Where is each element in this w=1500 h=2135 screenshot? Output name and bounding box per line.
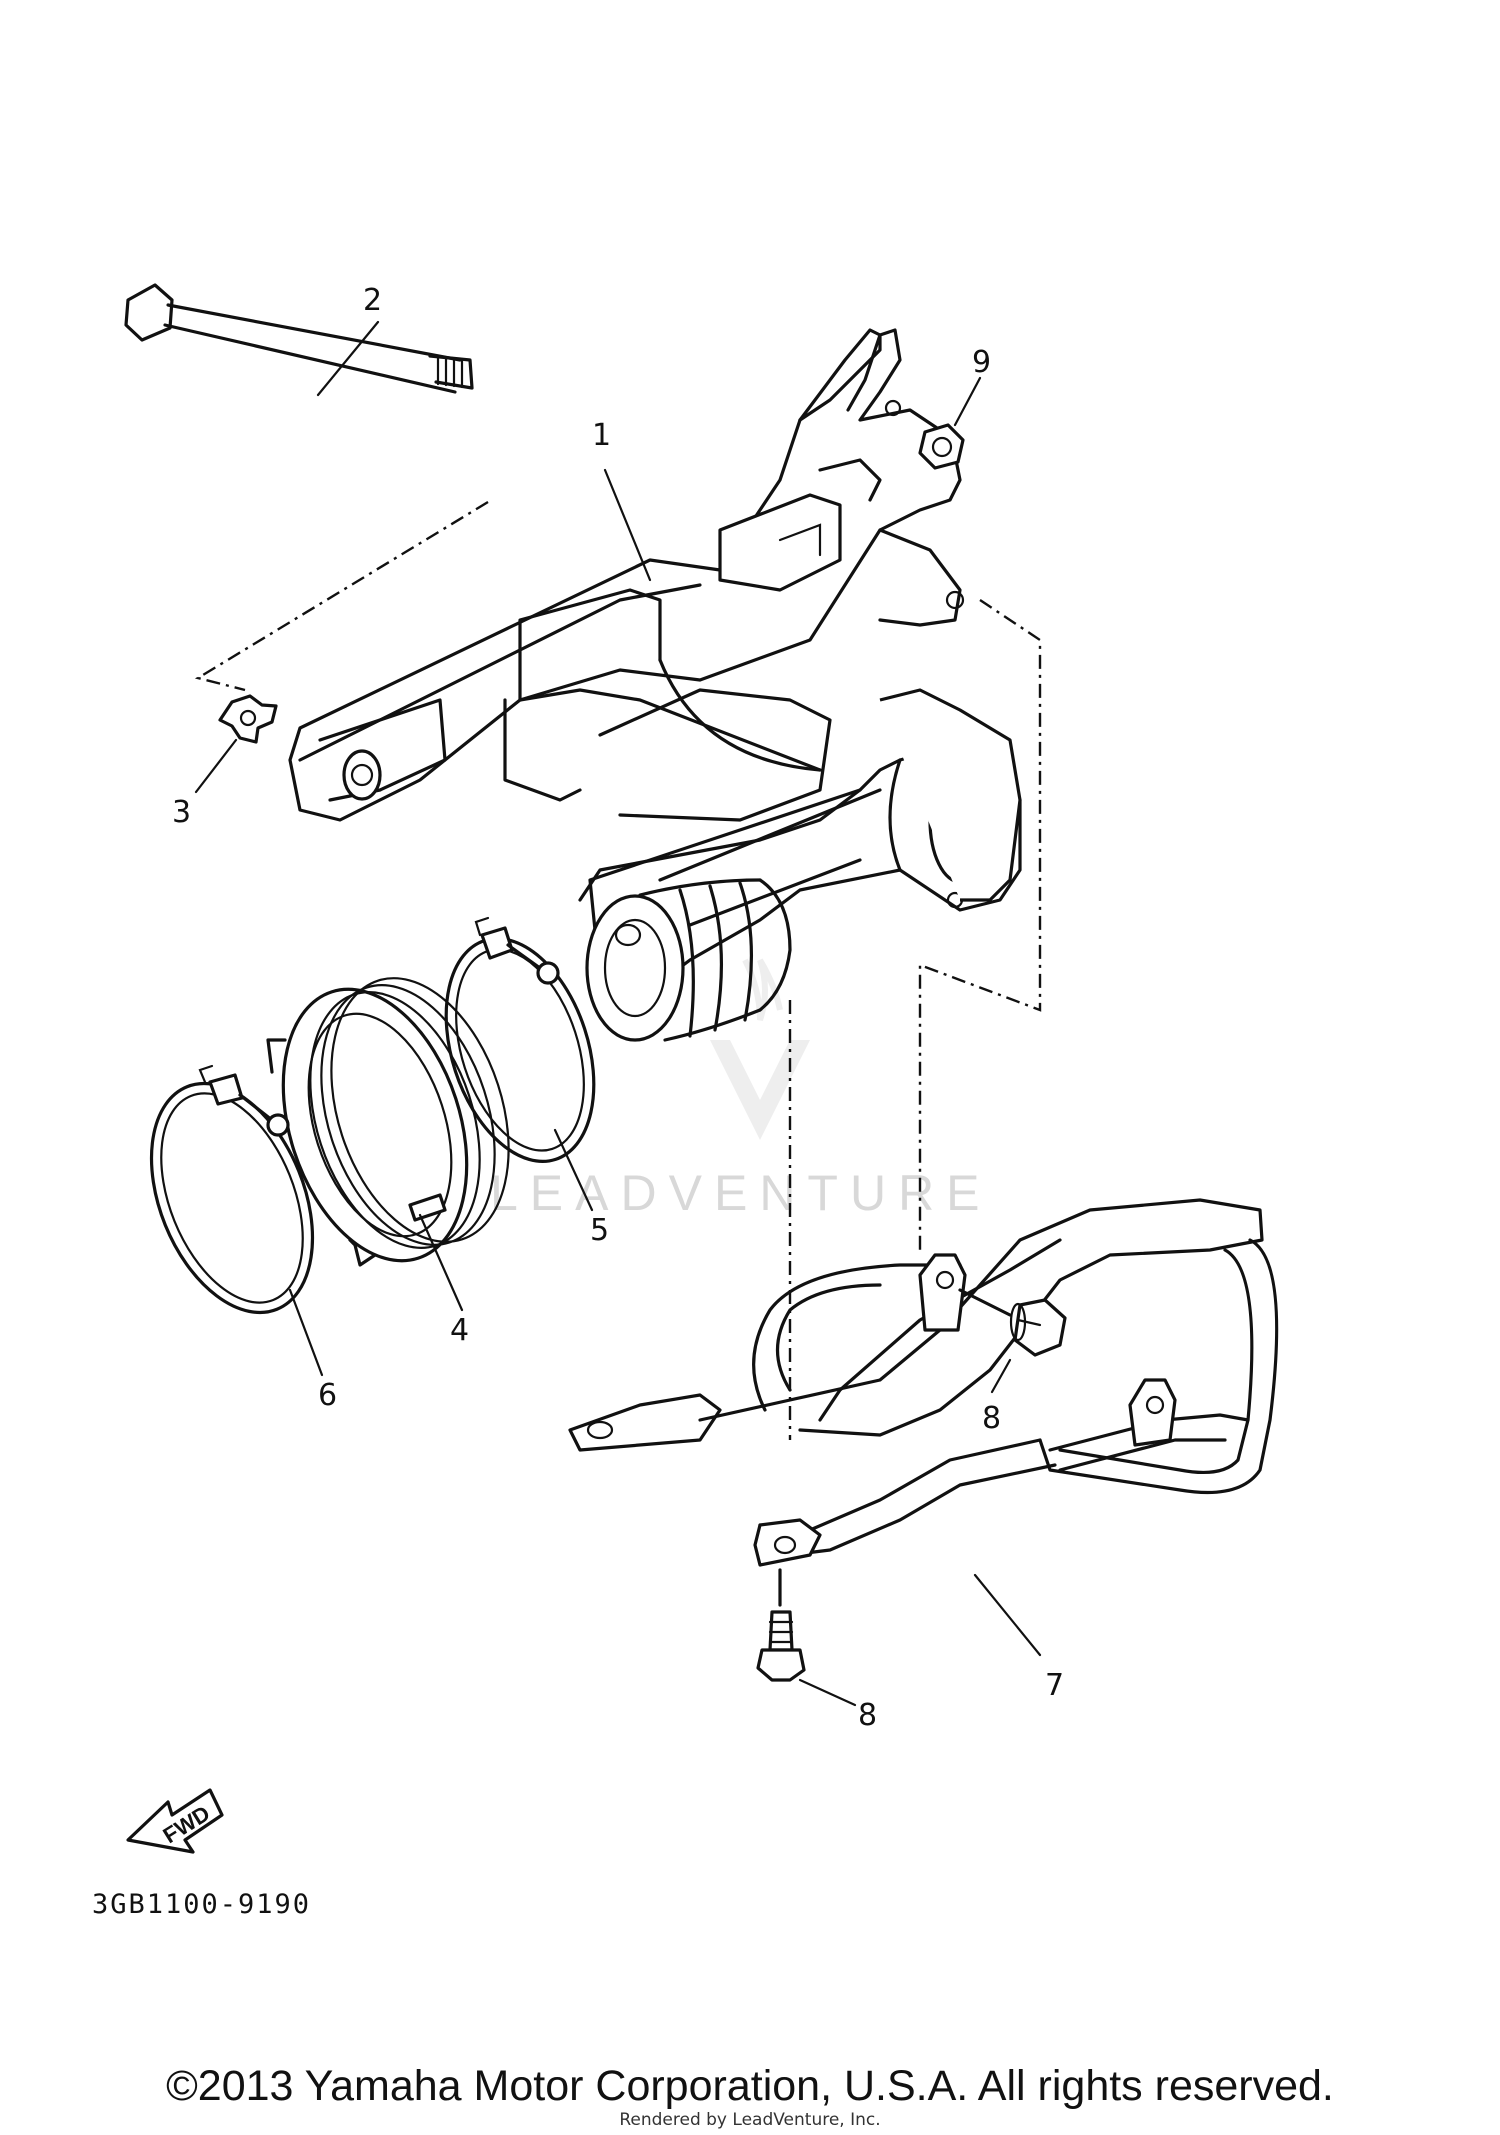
boot-clamp (444, 916, 596, 1163)
leader-5 (553, 1128, 594, 1212)
copyright-notice: ©2013 Yamaha Motor Corporation, U.S.A. A… (166, 2062, 1334, 2110)
callout-4: 4 (450, 1313, 469, 1348)
callout-5: 5 (590, 1213, 609, 1248)
flange-bolt-upper (958, 1288, 1067, 1357)
pivot-bolt (124, 283, 474, 394)
callout-8-lower: 8 (858, 1698, 877, 1733)
callout-3: 3 (172, 795, 191, 830)
swing-arm (288, 328, 1022, 1042)
rendered-by-notice: Rendered by LeadVenture, Inc. (619, 2110, 881, 2130)
callout-1: 1 (592, 418, 611, 453)
fwd-arrow-icon: FWD (126, 1788, 224, 1854)
watermark-text: LEADVENTURE (490, 1165, 992, 1221)
callout-9: 9 (972, 345, 991, 380)
leader-6 (288, 1288, 324, 1377)
lock-washer (218, 694, 278, 744)
leader-7 (973, 1573, 1042, 1657)
callout-6: 6 (318, 1378, 337, 1413)
rear-guard (568, 1198, 1279, 1567)
leader-8-lower (798, 1678, 857, 1707)
leader-4 (418, 1213, 464, 1312)
callout-8-upper: 8 (982, 1401, 1001, 1436)
callout-2: 2 (363, 283, 382, 318)
callout-7: 7 (1045, 1668, 1064, 1703)
nut (918, 423, 965, 470)
leader-2 (316, 320, 380, 397)
leader-3 (194, 738, 238, 794)
assembly-line-bolt (194, 500, 489, 692)
leader-8-upper (990, 1358, 1012, 1394)
leader-1 (603, 468, 652, 582)
hose-clamp (149, 1064, 315, 1315)
watermark-logo (710, 958, 810, 1140)
drawing-code: 3GB1100-9190 (92, 1889, 311, 1920)
assembly-line-right (918, 599, 1042, 1255)
flange-bolt-lower (756, 1568, 806, 1682)
rubber-boot (266, 977, 510, 1267)
leader-9 (953, 376, 982, 427)
